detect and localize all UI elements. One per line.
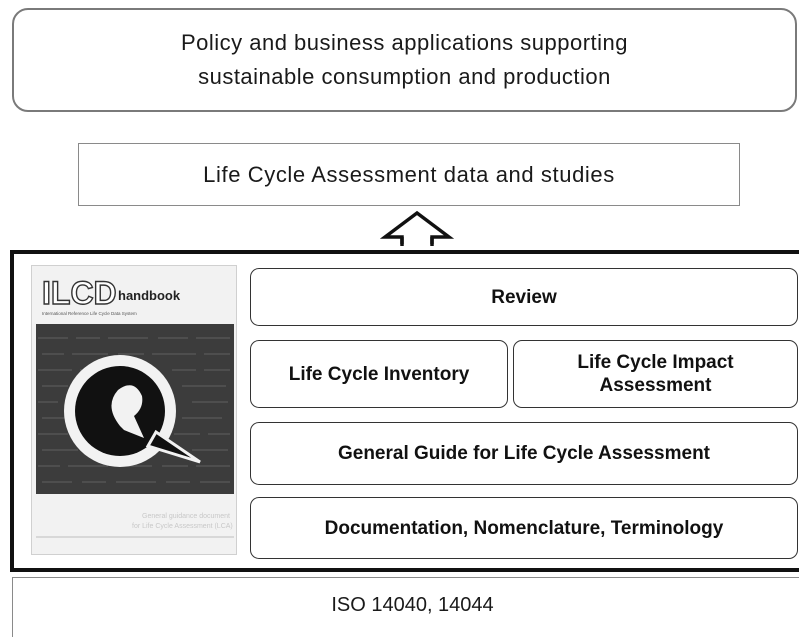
review-label: Review xyxy=(491,286,557,308)
lca-data-label: Life Cycle Assessment data and studies xyxy=(203,161,615,187)
lca-data-studies-box: Life Cycle Assessment data and studies xyxy=(78,143,740,206)
lcia-label-line-2: Assessment xyxy=(599,375,712,396)
life-cycle-impact-assessment-box: Life Cycle Impact Assessment xyxy=(513,340,798,408)
general-guide-label: General Guide for Life Cycle Assessment xyxy=(337,443,711,464)
ilcd-tagline: International Reference Life Cycle Data … xyxy=(42,311,137,316)
policy-line-2: sustainable consumption and production xyxy=(198,64,611,89)
documentation-label: Documentation, Nomenclature, Terminology xyxy=(324,517,724,539)
ilcd-handbook-frame xyxy=(10,250,799,572)
policy-line-1: Policy and business applications support… xyxy=(180,30,629,55)
ilcd-handbook-cover: ILCD handbook International Reference Li… xyxy=(31,265,237,555)
review-box: Review xyxy=(250,268,798,326)
ilcd-cover-art: ILCD handbook International Reference Li… xyxy=(36,274,234,538)
ilcd-logo-suffix: handbook xyxy=(118,288,181,303)
up-arrow-icon xyxy=(380,210,454,254)
iso-standards-box: ISO 14040, 14044 xyxy=(12,577,799,637)
documentation-box: Documentation, Nomenclature, Terminology xyxy=(250,497,798,559)
policy-applications-box: Policy and business applications support… xyxy=(12,8,797,112)
q-arrow-logo-icon xyxy=(64,355,201,467)
svg-text:General guidance document: General guidance document xyxy=(142,513,230,520)
lci-label: Life Cycle Inventory xyxy=(288,363,470,385)
life-cycle-inventory-box: Life Cycle Inventory xyxy=(250,340,508,408)
lcia-label-line-1: Life Cycle Impact xyxy=(577,352,734,373)
svg-text:for Life Cycle Assessment (LCA: for Life Cycle Assessment (LCA) xyxy=(132,523,233,530)
ilcd-logo-text: ILCD xyxy=(42,275,117,311)
iso-label: ISO 14040, 14044 xyxy=(331,594,494,616)
general-guide-box: General Guide for Life Cycle Assessment xyxy=(250,422,798,485)
